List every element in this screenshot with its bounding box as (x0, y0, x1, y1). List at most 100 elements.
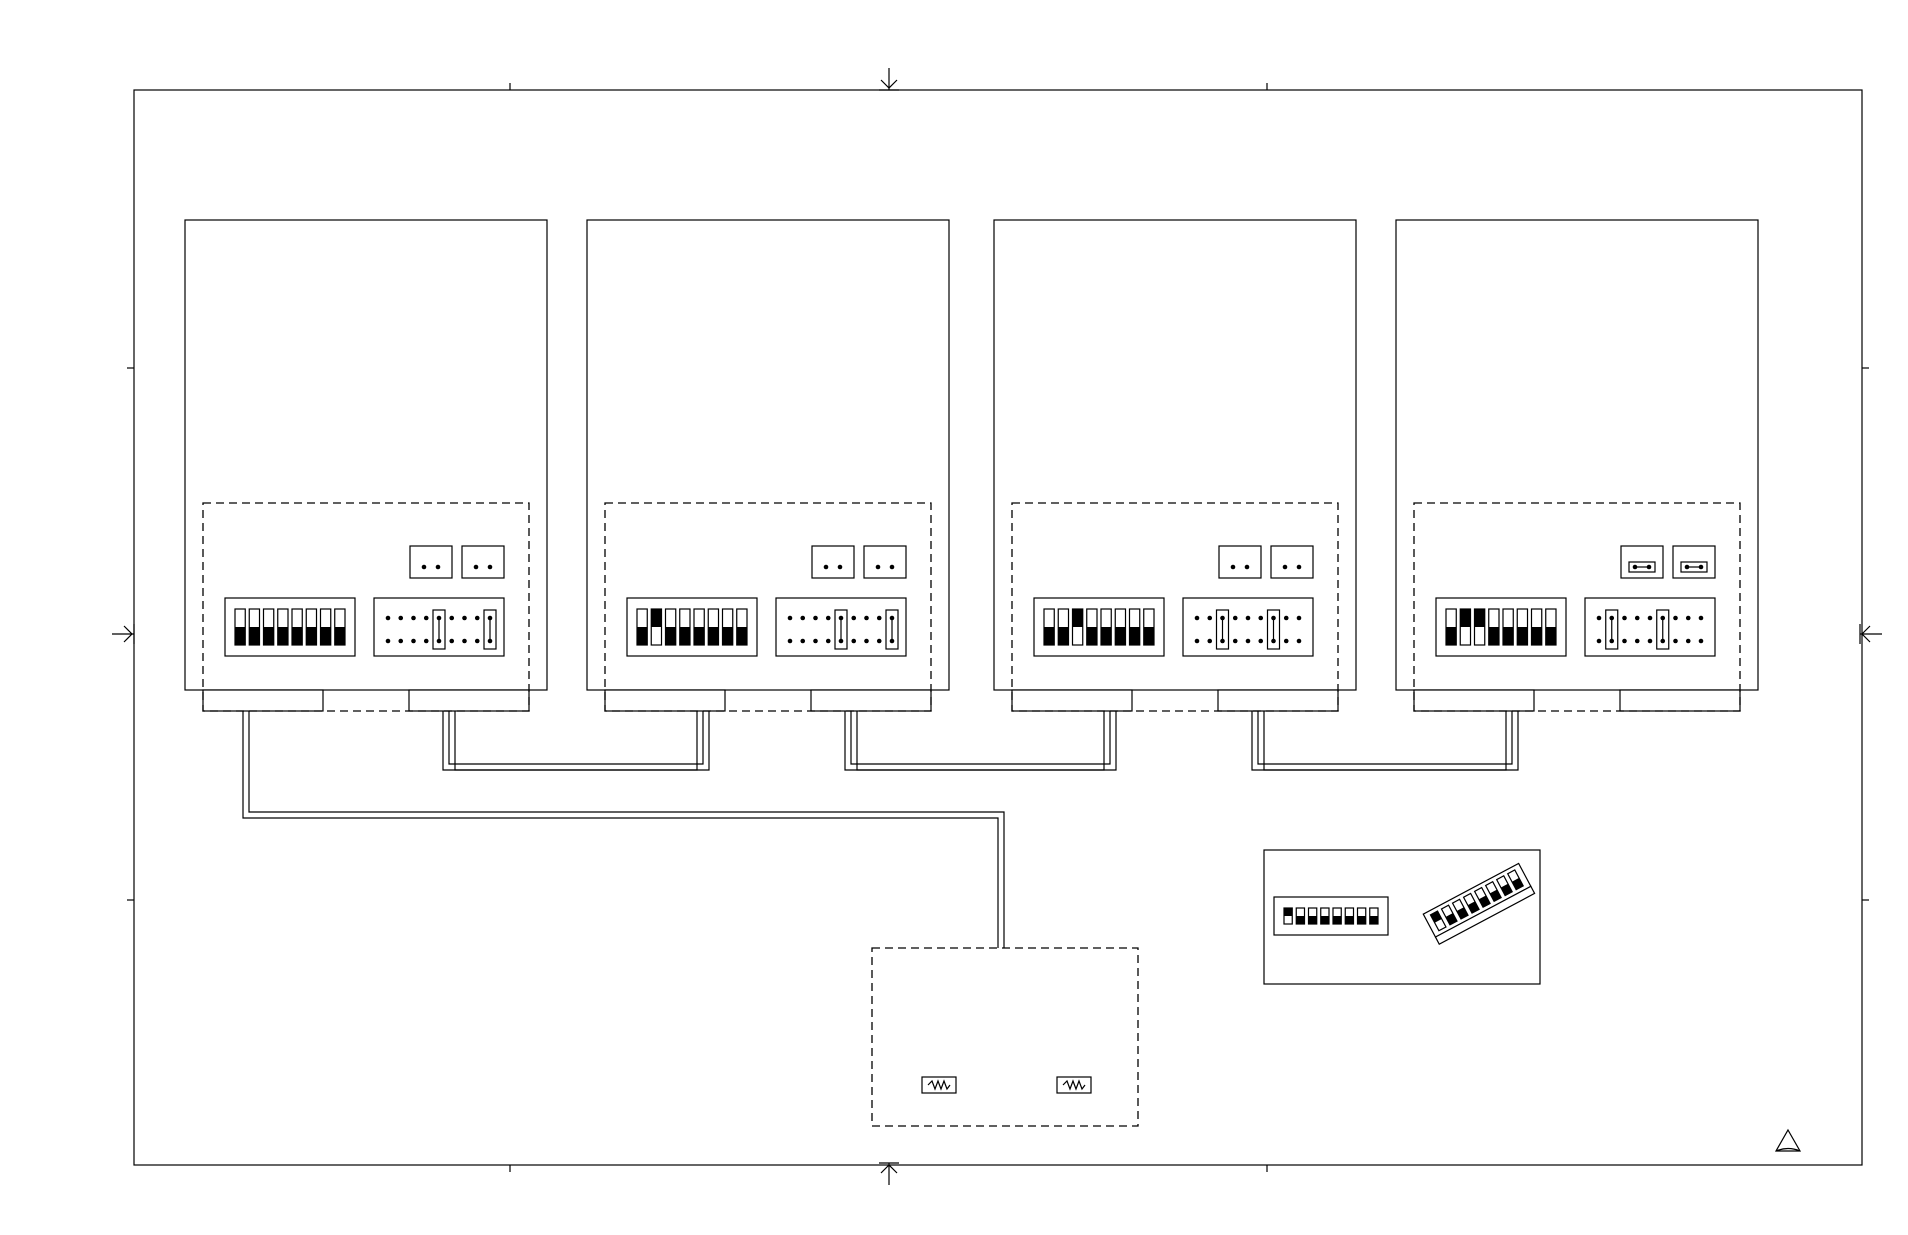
two-pin-jumper (1270, 545, 1314, 579)
pin (1207, 638, 1213, 644)
two-pin-housing (863, 545, 907, 579)
pin (1647, 638, 1653, 644)
pin (1634, 638, 1640, 644)
dip-switch (1369, 907, 1379, 925)
pin (813, 638, 818, 644)
cable-wire (856, 711, 1105, 771)
dip-switch-knob (1115, 627, 1126, 645)
dip-switch (1071, 608, 1084, 646)
pin (1207, 615, 1213, 621)
dip-switch-housing (1273, 896, 1389, 936)
pin (837, 564, 843, 570)
pin (1282, 564, 1288, 570)
pin (1232, 638, 1238, 644)
resistor-icon (1056, 1076, 1092, 1094)
pin (411, 615, 416, 621)
dip-switch-block (1435, 597, 1567, 657)
pin (1685, 615, 1691, 621)
dip-switch (1100, 608, 1112, 646)
pin (423, 638, 429, 644)
dip-switch (305, 608, 318, 646)
cable-wire (248, 711, 1005, 948)
dip-switch-knob (1369, 916, 1378, 924)
dip-switch (721, 608, 734, 646)
dip-perspective-knob (1430, 911, 1442, 923)
dip-switch-knob (637, 627, 648, 645)
pin (1698, 615, 1704, 621)
pin (1296, 615, 1302, 621)
cable-wire (454, 711, 698, 771)
dip-switch (1445, 608, 1457, 646)
dip-switch-knob (1474, 609, 1485, 627)
dip-switch (234, 608, 246, 646)
jumper-cap (1215, 609, 1230, 650)
dip-switch-housing (1033, 597, 1165, 657)
resistor-zigzag (927, 1079, 951, 1091)
dip-switch (1114, 608, 1127, 646)
dip-switch (1320, 907, 1330, 925)
jumper-cap-outline (834, 609, 848, 650)
jumper-cap-outline (885, 609, 899, 650)
pin (825, 638, 831, 644)
pin (1622, 615, 1627, 621)
dip-switch-knob (1446, 627, 1457, 645)
resistor-zigzag (1062, 1079, 1086, 1091)
dip-switch-knob (277, 627, 288, 645)
pin (411, 638, 416, 644)
triangle-shape (1774, 1128, 1802, 1152)
connector-left (604, 689, 726, 712)
two-pin-housing (811, 545, 855, 579)
dip-switch-knob (679, 627, 690, 645)
dip-switch (664, 608, 677, 646)
dip-switch (736, 608, 748, 646)
dip-switch (1128, 608, 1141, 646)
dip-switch (1043, 608, 1055, 646)
two-pin-jumper (1218, 545, 1262, 579)
dip-switch-knob (1503, 627, 1514, 645)
dip-switch-knob (1357, 916, 1366, 924)
dip-switch-knob (1101, 627, 1112, 645)
connector-left (202, 689, 324, 712)
connector-right (1619, 689, 1741, 712)
resistor-icon (921, 1076, 957, 1094)
drawing-frame (112, 68, 1882, 1185)
pin (875, 564, 881, 570)
dip-switch-knob (651, 609, 662, 627)
pin (787, 615, 793, 621)
dip-switch-knob (1296, 916, 1305, 924)
pin (889, 564, 895, 570)
arrow-head (880, 1164, 898, 1174)
pin (1685, 638, 1691, 644)
pin (1647, 615, 1653, 621)
jumper-cap (483, 609, 497, 650)
dip-switch (1295, 907, 1306, 925)
pin (435, 564, 441, 570)
pin (449, 638, 455, 644)
dip-switch (1086, 608, 1098, 646)
pin-header (775, 597, 907, 657)
dip-switch-housing (224, 597, 356, 657)
pin (462, 638, 467, 644)
cable-wire (1257, 711, 1513, 765)
jumper-cap (885, 609, 899, 650)
two-pin-jumper (811, 545, 855, 579)
cable-wire (1263, 711, 1507, 771)
dip-switch-knob (1284, 908, 1293, 916)
dip-switch (1283, 907, 1293, 925)
dip-switch-knob (1460, 609, 1471, 627)
pin (864, 638, 869, 644)
dip-switch (1332, 907, 1342, 925)
arrow-head (880, 79, 898, 89)
cable-wire (1251, 711, 1519, 771)
pin (787, 638, 793, 644)
two-pin-jumper (863, 545, 907, 579)
pin (1232, 615, 1238, 621)
registration-arrow-icon (879, 68, 899, 91)
dip-switch (1143, 608, 1155, 646)
dip-switch (1488, 608, 1500, 646)
dip-switch (636, 608, 648, 646)
pin (876, 615, 882, 621)
two-pin-jumper (409, 545, 453, 579)
unit-layer (184, 219, 1759, 712)
circuit-board (1413, 502, 1741, 712)
